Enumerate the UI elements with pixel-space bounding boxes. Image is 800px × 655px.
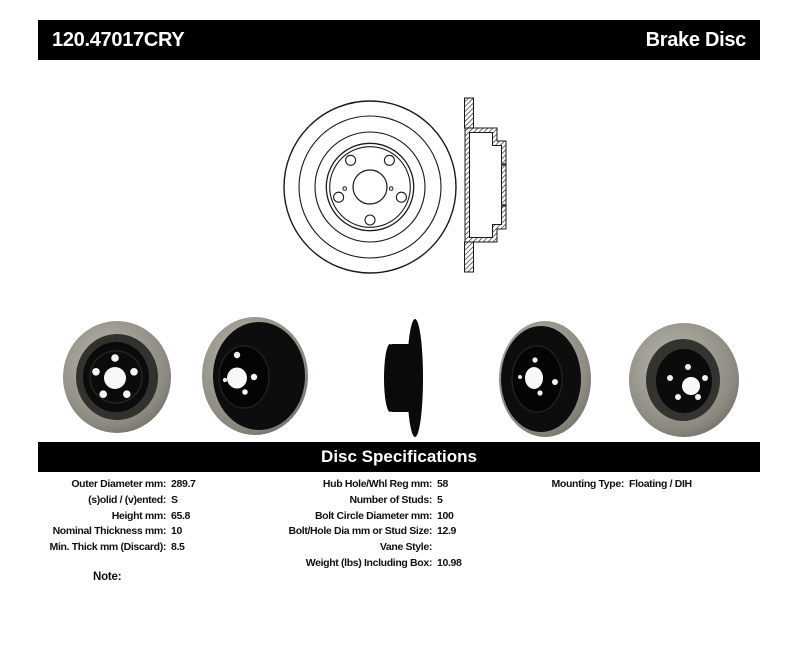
spec-row-bolt-hole-dia: Bolt/Hole Dia mm or Stud Size: 12.9 [256,524,462,540]
spec-row-number-of-studs: Number of Studs: 5 [256,493,462,509]
spec-value: 10.98 [437,556,462,569]
product-photos-row [63,317,739,437]
spec-column-left: Outer Diameter mm: 289.7 (s)olid / (v)en… [40,477,196,556]
spec-value: 58 [437,478,448,490]
spec-row-min-thick: Min. Thick mm (Discard): 8.5 [40,540,196,556]
product-title: Brake Disc [645,28,747,51]
spec-row-vane-style: Vane Style: [256,540,462,556]
spec-label: Nominal Thickness mm: [52,525,167,538]
stud-hole [364,214,376,226]
stud-hole [395,191,407,203]
part-number: 120.47017CRY [52,28,185,51]
spec-label: Min. Thick mm (Discard): [49,541,167,554]
spec-column-right: Mounting Type: Floating / DIH [542,477,693,493]
spec-label: (s)olid / (v)ented: [88,493,166,506]
spec-row-nominal-thickness: Nominal Thickness mm: 10 [40,524,196,540]
spec-label: Bolt Circle Diameter mm: [314,509,432,522]
spec-label: Outer Diameter mm: [71,478,166,490]
rotor-angled-right-photo [499,321,591,437]
spec-label: Vane Style: [379,541,433,554]
specifications-banner-title: Disc Specifications [321,447,477,466]
side-section-drawing [464,97,507,273]
rotor-side-profile-photo [384,319,423,437]
screw-hole [388,186,394,191]
section-bolt-mark [501,163,506,166]
spec-value: 12.9 [437,525,457,538]
header-bar: 120.47017CRY Brake Disc [38,20,760,60]
spec-row-bolt-circle-diameter: Bolt Circle Diameter mm: 100 [256,509,462,525]
spec-row-outer-diameter: Outer Diameter mm: 289.7 [40,477,196,493]
spec-label: Mounting Type: [551,478,625,490]
spec-column-middle: Hub Hole/Whl Reg mm: 58 Number of Studs:… [256,477,462,572]
note-label: Note: [93,571,122,583]
spec-row-mounting-type: Mounting Type: Floating / DIH [542,477,693,493]
stud-hole [383,154,395,166]
rotor-angled-left-photo [202,317,308,435]
spec-value: S [171,493,178,506]
spec-value: 5 [437,493,443,506]
front-view-drawing [283,100,457,274]
spec-label: Height mm: [111,509,167,522]
stud-hole [345,154,357,166]
stud-hole [333,191,345,203]
rotor-front-photo [63,321,171,433]
spec-value: 65.8 [171,509,191,522]
spec-value: 10 [171,525,182,538]
spec-row-solid-vented: (s)olid / (v)ented: S [40,493,196,509]
spec-value: 289.7 [171,478,196,490]
screw-hole [342,186,347,191]
spec-row-height: Height mm: 65.8 [40,509,196,525]
section-bolt-mark [501,204,506,207]
spec-label: Hub Hole/Whl Reg mm: [322,478,432,490]
spec-value: Floating / DIH [629,478,692,490]
spec-label: Number of Studs: [349,493,433,506]
spec-row-weight: Weight (lbs) Including Box: 10.98 [256,556,462,572]
spec-value: 100 [437,509,454,522]
specifications-banner: Disc Specifications [38,442,760,472]
spec-row-hub-hole: Hub Hole/Whl Reg mm: 58 [256,477,462,493]
rotor-front-photo-2 [629,323,739,437]
spec-label: Bolt/Hole Dia mm or Stud Size: [288,525,432,538]
technical-drawing [283,97,507,274]
spec-value: 8.5 [171,541,185,554]
spec-label: Weight (lbs) Including Box: [305,556,433,569]
